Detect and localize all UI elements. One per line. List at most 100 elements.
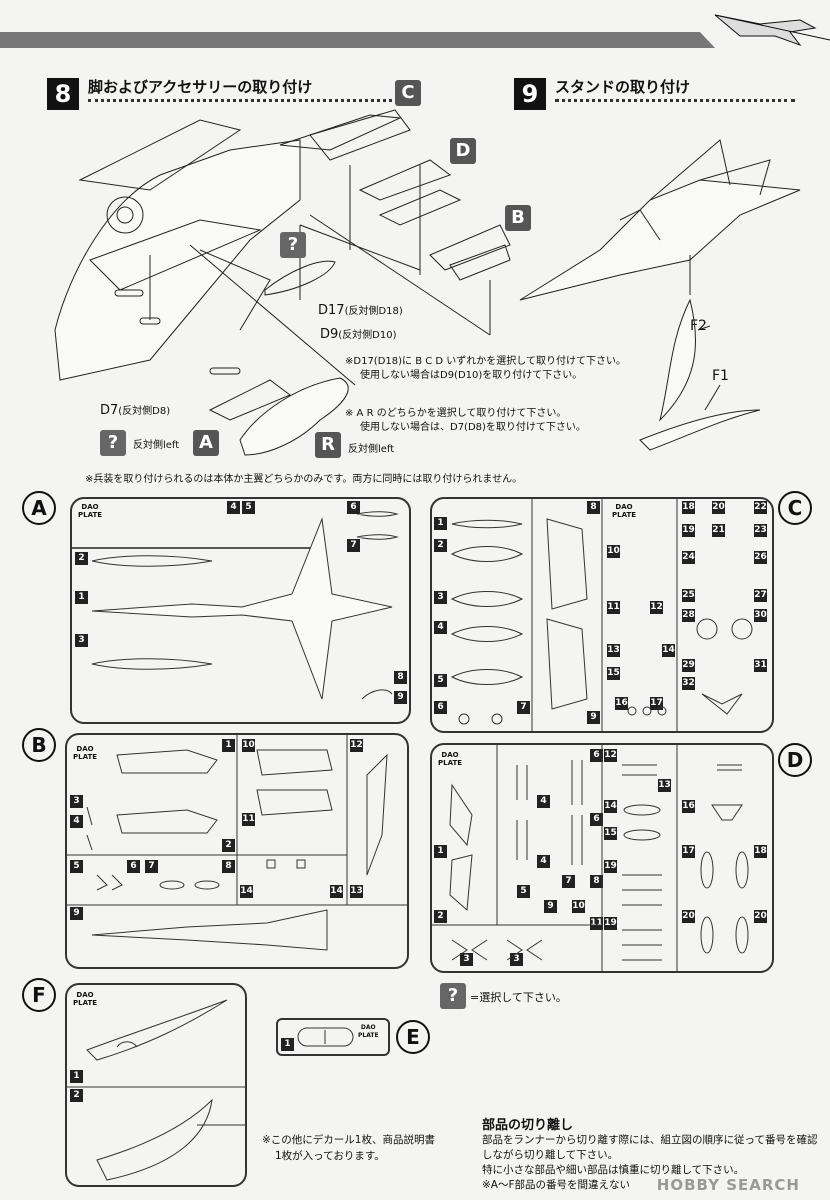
runner-b-part-12: 12 — [350, 739, 363, 752]
runner-d-part-4: 4 — [537, 795, 550, 808]
runner-c-plate: DAO PLATE — [612, 503, 637, 519]
runner-c-part-9: 9 — [587, 711, 600, 724]
runner-b-part-13: 13 — [350, 885, 363, 898]
runner-c-part-3: 3 — [434, 591, 447, 604]
select-legend-text: =選択して下さい。 — [470, 991, 567, 1004]
runner-a-part-8: 8 — [394, 671, 407, 684]
runner-c-parts-drawing — [450, 499, 753, 731]
label-d7: D7(反対側D8) — [100, 402, 170, 418]
runner-a-part-1: 1 — [75, 591, 88, 604]
step-8-number: 8 — [47, 78, 79, 110]
runner-a-part-7: 7 — [347, 539, 360, 552]
runner-c-letter: C — [778, 491, 812, 525]
runner-c-part-6: 6 — [434, 701, 447, 714]
runner-d-plate: DAO PLATE — [438, 751, 463, 767]
label-d7-code: D7 — [100, 403, 119, 418]
runner-c-part-10: 10 — [607, 545, 620, 558]
runner-c-part-22: 22 — [754, 501, 767, 514]
label-d17: D17(反対側D18) — [318, 302, 403, 318]
runner-c-part-29: 29 — [682, 659, 695, 672]
runner-c-part-1: 1 — [434, 517, 447, 530]
runner-c-part-13: 13 — [607, 644, 620, 657]
runner-d-part-11: 11 — [590, 917, 603, 930]
parts-removal-title: 部品の切り離し — [482, 1118, 574, 1133]
runner-d-part-18: 18 — [754, 845, 767, 858]
note-d9-unused: 使用しない場合はD9(D10)を取り付けて下さい。 — [360, 370, 583, 381]
runner-a-part-9: 9 — [394, 691, 407, 704]
aircraft-icon — [714, 14, 830, 47]
runner-f-frame: DAO PLATE 1 2 — [65, 983, 247, 1187]
runner-b-frame: DAO PLATE 1 2 3 4 5 6 7 8 9 10 11 12 13 … — [65, 733, 409, 969]
label-d17-rev: (反対側D18) — [344, 306, 403, 317]
runner-b-part-4: 4 — [70, 815, 83, 828]
step-9-illustration — [519, 139, 801, 451]
runner-f-part-2: 2 — [70, 1089, 83, 1102]
runner-c-frame: DAO PLATE 1 2 3 4 5 6 7 8 9 10 11 12 13 … — [430, 497, 774, 733]
runner-a-frame: DAO PLATE 2 1 3 4 5 6 7 8 9 — [70, 497, 411, 724]
note-ar-select: ※ A R のどちらかを選択して取り付けて下さい。 — [345, 408, 567, 419]
runner-e-parts-drawing — [297, 1027, 354, 1047]
runner-c-part-32: 32 — [682, 677, 695, 690]
runner-f-parts-drawing — [67, 999, 245, 1181]
runner-d-part-15: 15 — [604, 827, 617, 840]
weapons-note: ※兵装を取り付けられるのは本体か主翼どちらかのみです。両方に同時には取り付けられ… — [85, 474, 523, 485]
runner-c-part-19: 19 — [682, 524, 695, 537]
runner-d-part-20: 20 — [682, 910, 695, 923]
runner-c-part-4: 4 — [434, 621, 447, 634]
runner-b-part-1: 1 — [222, 739, 235, 752]
option-a-badge: A — [193, 430, 219, 456]
runner-c-part-16: 16 — [615, 697, 628, 710]
runner-a-parts-drawing — [91, 511, 399, 700]
runner-a-letter: A — [22, 491, 56, 525]
watermark: HOBBY SEARCH — [656, 1176, 800, 1194]
step-8-title: 脚およびアクセサリーの取り付け — [88, 78, 313, 96]
header-banner — [0, 14, 830, 48]
runner-d-parts-drawing — [432, 745, 749, 971]
runner-d-part-19b: 19 — [604, 917, 617, 930]
runner-d-part-13: 13 — [658, 779, 671, 792]
runner-a-part-5: 5 — [242, 501, 255, 514]
runner-b-part-3: 3 — [70, 795, 83, 808]
option-r-badge: R — [315, 432, 341, 458]
runner-d-part-16: 16 — [682, 800, 695, 813]
note-d17-select: ※D17(D18)に B C D いずれかを選択して取り付けて下さい。 — [345, 356, 626, 367]
runner-e-frame: 1 DAO PLATE — [276, 1018, 390, 1056]
runner-b-part-8: 8 — [222, 860, 235, 873]
note-d7-unused: 使用しない場合は、D7(D8)を取り付けて下さい。 — [360, 422, 586, 433]
runner-c-part-27: 27 — [754, 589, 767, 602]
runner-d-part-1: 1 — [434, 845, 447, 858]
runner-b-part-14: 14 — [240, 885, 253, 898]
runner-c-part-7: 7 — [517, 701, 530, 714]
step-9-divider — [555, 99, 795, 102]
runner-d-part-4b: 4 — [537, 855, 550, 868]
runner-b-part-14b: 14 — [330, 885, 343, 898]
label-d9-code: D9 — [320, 327, 339, 342]
runner-e-letter: E — [396, 1020, 430, 1054]
label-a-side: 反対側left — [133, 440, 180, 451]
label-d9-rev: (反対側D10) — [338, 330, 397, 341]
parts-removal-line1: 部品をランナーから切り離す際には、組立図の順序に従って番号を確認 — [482, 1134, 818, 1146]
label-f2: F2 — [690, 318, 707, 334]
runner-c-part-23: 23 — [754, 524, 767, 537]
runner-d-part-3: 3 — [460, 953, 473, 966]
runner-b-part-7: 7 — [145, 860, 158, 873]
runner-c-part-17: 17 — [650, 697, 663, 710]
runner-c-part-20: 20 — [712, 501, 725, 514]
runner-a-part-3: 3 — [75, 634, 88, 647]
runner-b-part-11: 11 — [242, 813, 255, 826]
runner-a-part-4: 4 — [227, 501, 240, 514]
runner-a-part-6: 6 — [347, 501, 360, 514]
runner-d-part-6: 6 — [590, 749, 603, 762]
runner-b-plate: DAO PLATE — [73, 745, 98, 761]
runner-e-part-1: 1 — [281, 1038, 294, 1051]
parts-removal-line2: しながら切り離して下さい。 — [482, 1149, 619, 1161]
runner-c-part-2: 2 — [434, 539, 447, 552]
step-8-divider — [88, 99, 410, 102]
runner-c-part-11: 11 — [607, 601, 620, 614]
runner-c-part-18: 18 — [682, 501, 695, 514]
runner-c-part-15: 15 — [607, 667, 620, 680]
runner-c-part-25: 25 — [682, 589, 695, 602]
runner-d-part-10: 10 — [572, 900, 585, 913]
runner-b-part-10: 10 — [242, 739, 255, 752]
runner-c-part-14: 14 — [662, 644, 675, 657]
